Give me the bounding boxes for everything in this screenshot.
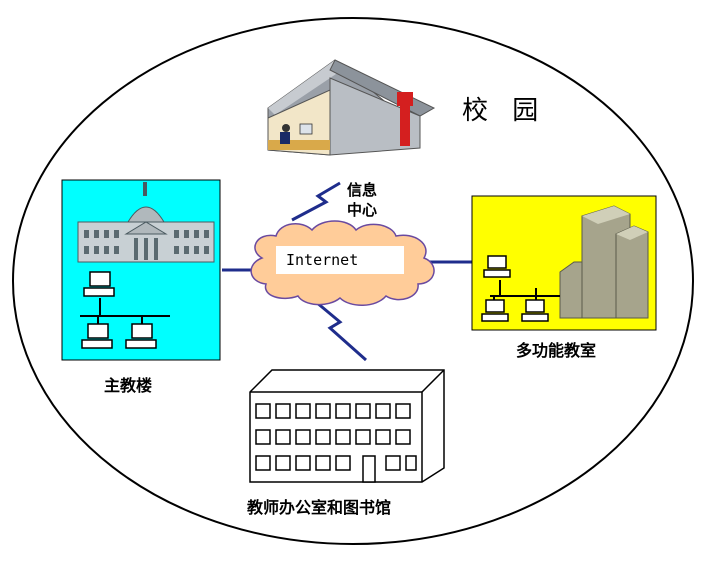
workstation-icon (521, 299, 549, 322)
workstation-icon (125, 323, 157, 349)
main-building-label: 主教楼 (104, 376, 153, 395)
teacher-office-library-label: 教师办公室和图书馆 (247, 498, 392, 517)
campus-boundary (12, 17, 694, 545)
workstation-icon (81, 323, 113, 349)
main-building-panel (61, 179, 221, 361)
lightning-link-icon (315, 300, 367, 362)
workstation-icon (83, 271, 115, 297)
internet-label: Internet (276, 246, 404, 274)
office-building-icon (249, 369, 445, 483)
campus-title: 校 园 (462, 96, 547, 126)
workstation-icon (483, 255, 511, 278)
house-icon (267, 59, 436, 156)
multimedia-room-label: 多功能教室 (516, 341, 597, 360)
info-center-label: 信息 中心 (346, 181, 377, 219)
workstation-icon (481, 299, 509, 322)
server-towers-icon (559, 205, 649, 319)
lightning-link-icon (291, 181, 341, 222)
capitol-building-icon (77, 182, 215, 263)
multimedia-panel (471, 195, 657, 331)
